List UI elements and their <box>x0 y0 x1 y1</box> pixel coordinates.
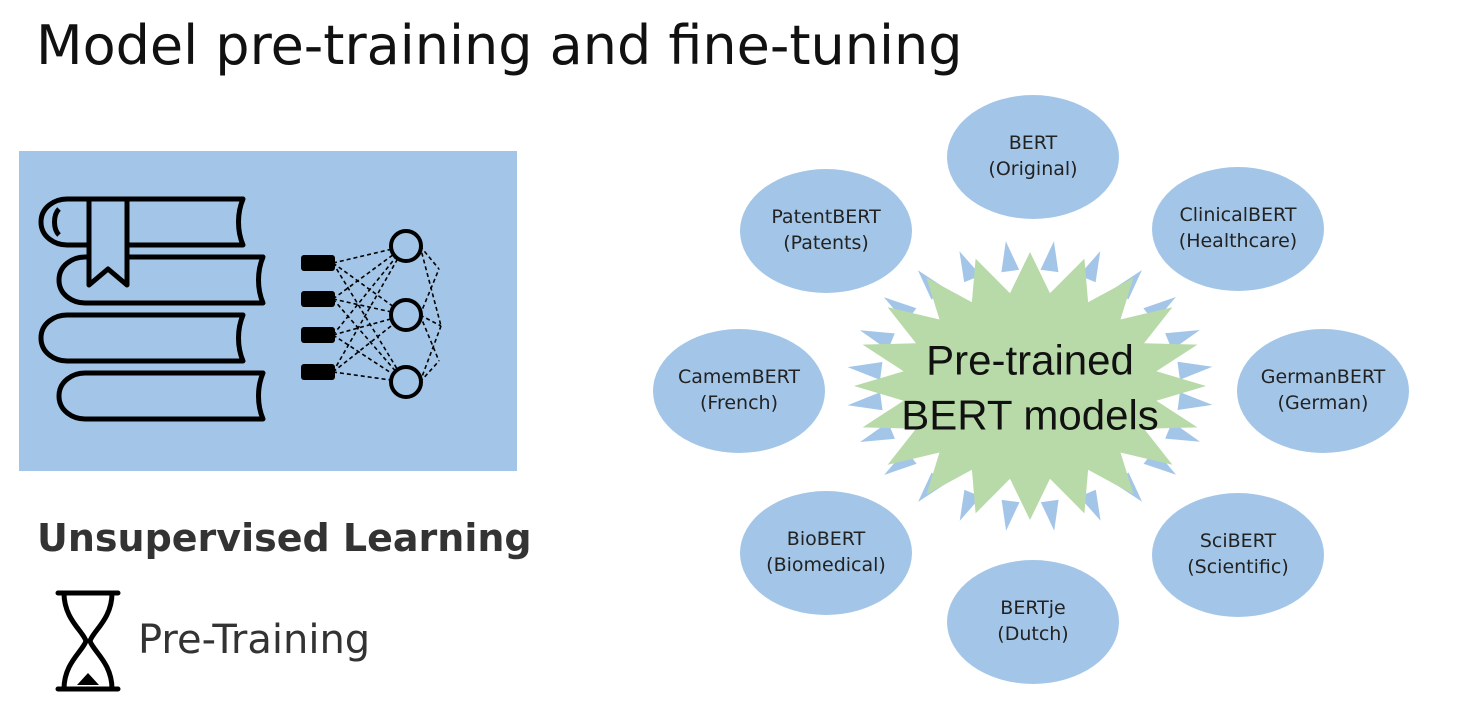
hub-arrow <box>1177 361 1213 380</box>
hub-arrow <box>883 297 917 323</box>
model-name: SciBERT <box>1199 530 1277 553</box>
hub-label-line1: Pre-trained <box>926 336 1134 384</box>
model-name: ClinicalBERT <box>1179 204 1297 227</box>
hub-arrow <box>959 251 981 283</box>
hub-arrow <box>1040 241 1059 273</box>
model-bubble-biobert: BioBERT (Biomedical) <box>740 491 912 615</box>
model-name: BERT <box>1008 132 1058 155</box>
hub-arrow <box>1040 499 1059 531</box>
model-detail: (Patents) <box>783 232 869 254</box>
model-name: GermanBERT <box>1260 366 1386 389</box>
phase-label: Pre-Training <box>138 617 371 663</box>
hub-arrow <box>1143 297 1176 323</box>
hub-arrow <box>959 489 981 521</box>
hub-arrow <box>860 422 895 442</box>
model-bubble-patentbert: PatentBERT (Patents) <box>740 169 912 293</box>
hub-arrow <box>847 362 883 380</box>
hub-arrow <box>1114 472 1143 502</box>
page-title: Model pre-training and fine-tuning <box>36 14 963 77</box>
hub-arrow <box>1079 251 1101 283</box>
model-bubble-scibert: SciBERT (Scientific) <box>1152 493 1324 617</box>
hub-arrow <box>918 472 946 502</box>
hub-arrow <box>917 270 946 300</box>
model-detail: (Scientific) <box>1187 556 1289 578</box>
pretraining-illustration <box>19 151 517 471</box>
hub-label: Pre-trained BERT models <box>901 333 1159 442</box>
model-detail: (Original) <box>988 158 1078 180</box>
model-detail: (Healthcare) <box>1178 230 1298 252</box>
books-network-graphic <box>38 196 442 422</box>
model-name: PatentBERT <box>771 206 881 229</box>
model-name: CamemBERT <box>677 366 801 389</box>
hub-arrow <box>884 449 917 475</box>
model-detail: (German) <box>1277 392 1369 414</box>
books-stack-icon <box>38 196 266 422</box>
model-name: BioBERT <box>786 528 866 551</box>
hub-arrow <box>1143 449 1177 475</box>
hub-arrow <box>1165 422 1201 442</box>
model-bubble-bertje: BERTje (Dutch) <box>947 560 1119 684</box>
hub-arrow <box>1079 489 1101 521</box>
hub-arrow <box>847 392 883 411</box>
bookmark-icon <box>86 196 130 288</box>
model-bubble-clinicalbert: ClinicalBERT (Healthcare) <box>1152 167 1324 291</box>
model-name: BERTje <box>1000 597 1066 620</box>
model-detail: (Biomedical) <box>766 554 886 576</box>
hub-label-line2: BERT models <box>901 391 1159 438</box>
model-bubble-germanbert: GermanBERT (German) <box>1237 329 1409 453</box>
model-bubble-camembert: CamemBERT (French) <box>653 329 825 453</box>
neural-network-icon <box>301 229 442 399</box>
hub-arrow <box>1177 392 1213 410</box>
hub-arrow <box>1165 330 1200 350</box>
hourglass-icon <box>55 590 121 692</box>
model-detail: (Dutch) <box>997 623 1069 645</box>
hub-arrow <box>1114 270 1142 300</box>
hub-arrow <box>1001 241 1020 273</box>
hub-arrow <box>1001 499 1020 531</box>
model-bubble-bert: BERT (Original) <box>947 95 1119 219</box>
learning-heading: Unsupervised Learning <box>37 516 532 560</box>
hub-arrow <box>859 330 895 350</box>
model-detail: (French) <box>700 392 778 414</box>
